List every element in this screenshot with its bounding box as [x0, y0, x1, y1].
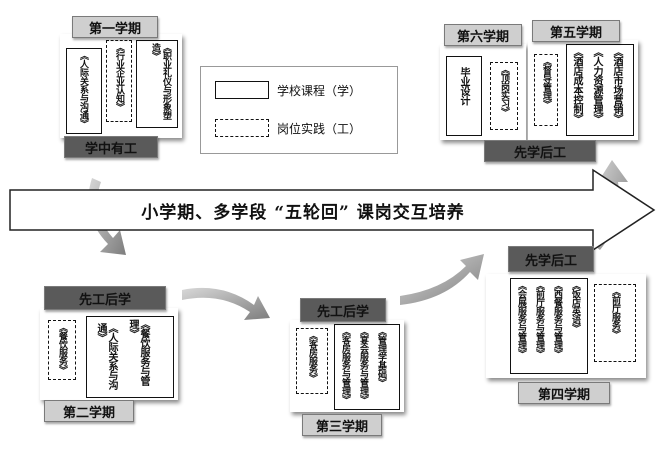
s6-course-1: 毕业设计 — [458, 67, 469, 105]
semester-5-name-tab: 第五学期 — [532, 20, 620, 42]
semester-3-panel: 《客房服务》 《客房服务与管理》 《宴会服务与管理》 《管理学基础》 — [290, 320, 404, 412]
s5-course-2: 《酒店成本控制》 — [571, 47, 582, 123]
legend-swatch-solid — [215, 81, 269, 99]
s3-course-1: 《客房服务》 — [307, 331, 317, 382]
s2-course-2-box: 《人际关系与沟通》 《餐饮服务与管理》 — [86, 316, 174, 398]
semester-2-panel: 《餐饮服务》 《人际关系与沟通》 《餐饮服务与管理》 — [40, 308, 178, 400]
s1-course-2: 《行业企业认知》 — [114, 43, 124, 111]
s5-course-3: 《人力资源管理》 — [591, 47, 602, 123]
s6-course-2: 《顶岗实习》 — [499, 65, 509, 116]
semester-3-mode-tab: 先工后学 — [300, 298, 386, 322]
semester-1-panel: 《人际关系与沟通》 《行业企业认知》 《职业礼仪与形象塑造》 — [60, 34, 182, 138]
s4-course-1-box: 《会展服务与管理》 《前厅服务与管理》 《西餐服务与管理》 《饭店英语》 — [510, 278, 588, 374]
s4-course-1: 《会展服务与管理》 — [516, 281, 526, 358]
semester-2-mode-tab: 先工后学 — [44, 286, 166, 310]
banner-title-wrap: 小学期、多学段 “五轮回” 课岗交互培养 — [8, 190, 598, 230]
semester-3-name-tab: 第三学期 — [302, 414, 382, 436]
s1-course-1: 《人际关系与沟通》 — [78, 51, 88, 128]
legend-item-school: 学校课程（学） — [215, 81, 361, 99]
semester-2-name-tab: 第二学期 — [44, 400, 134, 422]
s1-course-2-box: 《行业企业认知》 — [106, 40, 132, 122]
semester-4-panel: 《会展服务与管理》 《前厅服务与管理》 《西餐服务与管理》 《饭店英语》 《前厅… — [486, 274, 646, 378]
curve-arrow-s2-s3 — [182, 287, 270, 320]
s5-course-4: 《酒店市场营销》 — [611, 47, 622, 123]
s4-course-2: 《前厅服务与管理》 — [534, 281, 544, 358]
s3-course-4: 《管理学基础》 — [376, 327, 386, 387]
s2-course-2: 《人际关系与沟通》 — [95, 323, 117, 390]
s3-course-3: 《宴会服务与管理》 — [358, 327, 368, 404]
legend-item-job: 岗位实践（工） — [215, 119, 361, 137]
s3-course-1-box: 《客房服务》 — [296, 328, 328, 394]
semester-1-mode-tab: 学中有工 — [64, 136, 158, 158]
s2-course-1: 《餐饮服务》 — [57, 323, 67, 374]
s4-course-5-box: 《前厅服务》 — [594, 284, 636, 362]
legend-label-school: 学校课程（学） — [277, 83, 362, 98]
banner-arrow — [9, 168, 656, 252]
s2-course-1-box: 《餐饮服务》 — [48, 320, 76, 380]
s3-course-2-box: 《客房服务与管理》 《宴会服务与管理》 《管理学基础》 — [334, 324, 400, 410]
s6-course-2-box: 《顶岗实习》 — [490, 62, 518, 130]
curve-arrow-s3-s4 — [400, 254, 484, 305]
s5-course-1-box: 《督导管理》 — [534, 54, 558, 126]
s4-course-4: 《饭店英语》 — [570, 281, 580, 332]
semester-1-name-tab: 第一学期 — [72, 16, 158, 38]
banner-title: 小学期、多学段 “五轮回” 课岗交互培养 — [141, 202, 465, 223]
s5-course-2-box: 《酒店成本控制》 《人力资源管理》 《酒店市场营销》 — [566, 44, 634, 136]
semester-6-panel: 毕业设计 《顶岗实习》 — [440, 44, 526, 140]
legend-label-job: 岗位实践（工） — [277, 121, 362, 136]
semester-4-name-tab: 第四学期 — [518, 382, 610, 404]
s1-course-3-box: 《职业礼仪与形象塑造》 — [136, 40, 178, 128]
semester-5-mode-tab: 先学后工 — [484, 140, 596, 162]
s1-course-1-box: 《人际关系与沟通》 — [66, 48, 102, 134]
semester-6-name-tab: 第六学期 — [444, 24, 522, 46]
legend-swatch-dashed — [215, 119, 269, 137]
s1-course-3: 《职业礼仪与形象塑造》 — [150, 43, 171, 120]
s5-course-1: 《督导管理》 — [541, 57, 551, 108]
s4-course-5: 《前厅服务》 — [610, 287, 620, 338]
legend: 学校课程（学） 岗位实践（工） — [200, 66, 398, 154]
semester-5-panel: 《督导管理》 《酒店成本控制》 《人力资源管理》 《酒店市场营销》 — [528, 40, 638, 140]
curve-arrow-s1-s2 — [88, 178, 126, 255]
s2-course-3: 《餐饮服务与管理》 — [127, 319, 149, 386]
s4-course-3: 《西餐服务与管理》 — [552, 281, 562, 358]
s6-course-1-box: 毕业设计 — [446, 56, 482, 136]
s3-course-2: 《客房服务与管理》 — [340, 327, 350, 404]
semester-4-mode-tab: 先学后工 — [508, 246, 594, 272]
